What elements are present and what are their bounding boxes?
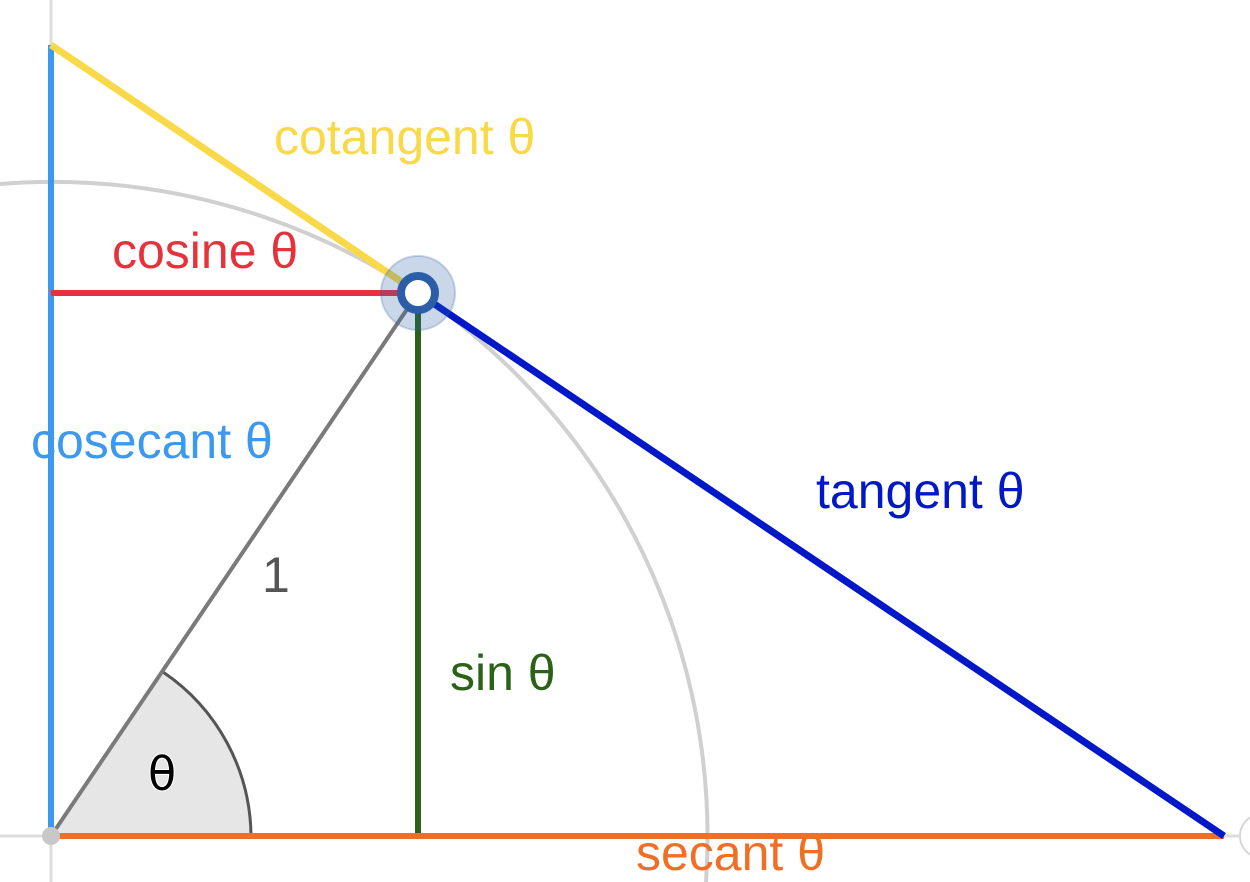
angle-arc (162, 670, 253, 837)
tangent-label: tangent θ (816, 463, 1025, 519)
secant-label: secant θ (636, 825, 825, 881)
radius-line (49, 291, 420, 838)
angle-handle-point[interactable] (380, 255, 456, 331)
cotangent-label: cotangent θ (274, 109, 535, 165)
sin-label: sin θ (450, 645, 556, 701)
angle-wedge (51, 672, 251, 836)
cosine-label: cosine θ (112, 223, 298, 279)
radius-label: 1 (262, 547, 290, 603)
cotangent-line (49, 42, 420, 296)
angle-label: θ (148, 747, 176, 801)
edge-handle (1239, 816, 1250, 856)
cosecant-label: cosecant θ (31, 413, 273, 469)
unit-circle-arc (0, 179, 710, 882)
origin-point (42, 827, 60, 845)
tangent-line (416, 290, 1226, 839)
